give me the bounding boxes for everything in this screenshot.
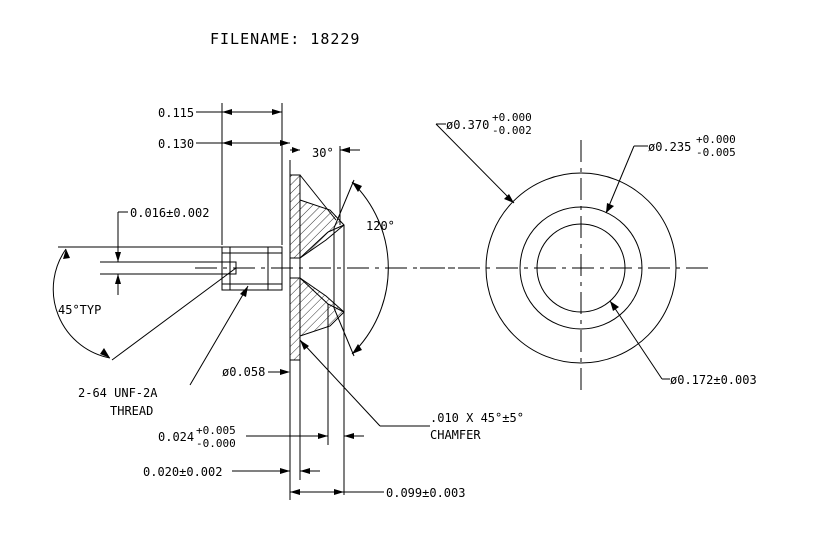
dim-dia-0235: ø0.235 +0.000 -0.005 <box>605 133 736 214</box>
dim-dia-0235-minus: -0.005 <box>696 146 736 159</box>
dim-0020: 0.020±0.002 <box>143 360 320 500</box>
dim-0115: 0.115 <box>158 103 283 245</box>
dim-45typ: 45°TYP <box>52 246 237 361</box>
dim-0024-plus: +0.005 <box>196 424 236 437</box>
dim-dia-0235-label: ø0.235 <box>648 140 691 154</box>
dim-120deg-label: 120° <box>366 219 395 233</box>
dim-dia-0370-label: ø0.370 <box>446 118 489 132</box>
dim-0099-label: 0.099±0.003 <box>386 486 465 500</box>
dim-0016-label: 0.016±0.002 <box>130 206 209 220</box>
dim-45typ-label: 45°TYP <box>58 303 101 317</box>
dim-0024-minus: -0.000 <box>196 437 236 450</box>
inner-circle <box>536 223 626 313</box>
dim-120deg: 120° <box>333 179 395 357</box>
dim-0099: 0.099±0.003 <box>290 486 465 500</box>
side-section-view: 0.115 0.130 30° 120° <box>52 103 524 500</box>
thread-callout: 2-64 UNF-2A THREAD <box>78 285 249 418</box>
page-title: FILENAME: 18229 <box>210 30 360 48</box>
middle-circle <box>519 206 643 330</box>
dim-0130: 0.130 <box>158 137 290 151</box>
dim-0130-label: 0.130 <box>158 137 194 151</box>
dim-dia-0235-plus: +0.000 <box>696 133 736 146</box>
dim-dia-0058: ø0.058 <box>222 365 290 379</box>
dim-0016: 0.016±0.002 <box>100 206 222 295</box>
dim-0024-label: 0.024 <box>158 430 194 444</box>
thread-label-line2: THREAD <box>110 404 153 418</box>
dim-30deg-label: 30° <box>312 146 334 160</box>
dim-dia-0370-plus: +0.000 <box>492 111 532 124</box>
chamfer-label-line1: .010 X 45°±5° <box>430 411 524 425</box>
dim-30deg: 30° <box>290 146 360 225</box>
chamfer-callout: .010 X 45°±5° CHAMFER <box>299 339 524 442</box>
dim-dia-0370-minus: -0.002 <box>492 124 532 137</box>
chamfer-label-line2: CHAMFER <box>430 428 481 442</box>
threaded-pin <box>221 246 283 291</box>
outer-circle <box>485 172 677 364</box>
dim-0020-label: 0.020±0.002 <box>143 465 222 479</box>
body-profile <box>289 160 345 375</box>
dim-0024: 0.024 +0.005 -0.000 <box>158 304 364 495</box>
front-view: ø0.370 +0.000 -0.002 ø0.235 +0.000 -0.00… <box>420 111 757 395</box>
dim-dia-0172-label: ø0.172±0.003 <box>670 373 757 387</box>
thread-label-line1: 2-64 UNF-2A <box>78 386 158 400</box>
dim-dia-0370: ø0.370 +0.000 -0.002 <box>435 111 532 204</box>
dim-dia-0172: ø0.172±0.003 <box>609 300 757 387</box>
dim-0115-label: 0.115 <box>158 106 194 120</box>
dim-dia-0058-label: ø0.058 <box>222 365 265 379</box>
